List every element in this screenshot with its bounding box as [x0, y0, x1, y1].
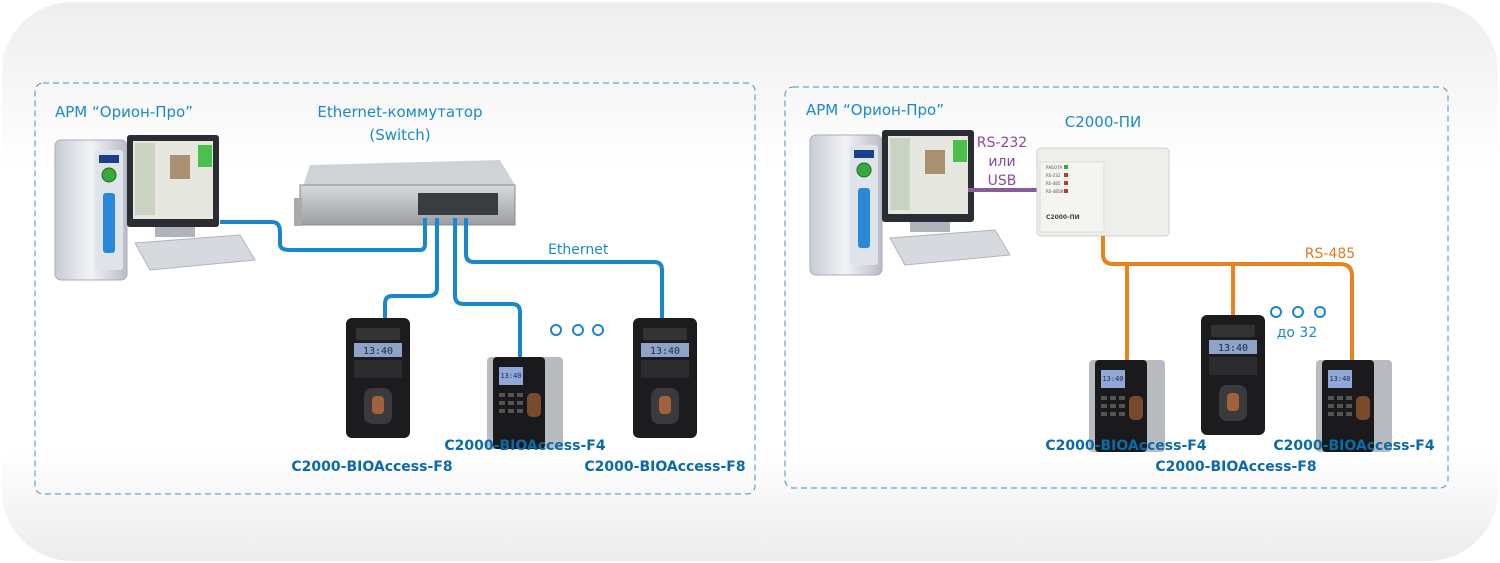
rs485-bus: [1101, 236, 1354, 362]
left-reader-1-f8-icon: [346, 318, 410, 438]
right-scheme-frame: [784, 86, 1449, 489]
ethernet-link-label: Ethernet: [548, 242, 609, 258]
reader-display-time: 13:40: [363, 346, 393, 357]
left-scheme-ethernet: АРМ “Орион-Про” Ethernet-коммутатор (Swi…: [34, 82, 756, 495]
reader-display-time: 13:40: [1218, 343, 1248, 354]
ethernet-switch-icon: [294, 160, 516, 226]
converter-device-text: С2000-ПИ: [1046, 214, 1080, 221]
right-reader-2-label: C2000-BIOAccess-F8: [1155, 459, 1316, 475]
switch-label-line2: (Switch): [369, 126, 430, 144]
pc-link-label-line1: RS-232: [977, 135, 1027, 151]
max-devices-label: до 32: [1277, 325, 1318, 341]
right-scheme-rs485: АРМ “Орион-Про” RS-232 или USB С2000-ПИ …: [784, 86, 1449, 489]
left-reader-2-f4-icon: [487, 357, 563, 449]
left-reader-3-f8-icon: [633, 318, 697, 438]
left-workstation-label: АРМ “Орион-Про”: [55, 103, 193, 121]
led-label: RS-232: [1046, 173, 1061, 178]
right-reader-3-label: C2000-BIOAccess-F4: [1273, 438, 1434, 454]
rs485-bus-label: RS-485: [1305, 246, 1355, 262]
led-label: РАБОТА: [1046, 165, 1062, 170]
reader-display-time: 13:40: [1102, 375, 1123, 383]
reader-display-time: 13:40: [500, 372, 521, 380]
right-reader-1-label: C2000-BIOAccess-F4: [1045, 438, 1206, 454]
converter-label: С2000-ПИ: [1065, 113, 1142, 131]
ethernet-cables: [220, 218, 664, 360]
more-devices-ellipsis-icon: [1270, 306, 1326, 318]
left-reader-3-label: C2000-BIOAccess-F8: [584, 459, 745, 475]
c2000-pi-converter-icon: РАБОТА RS-232 RS-485 RS-485И С2000-ПИ: [1036, 147, 1170, 237]
left-reader-1-label: C2000-BIOAccess-F8: [291, 459, 452, 475]
led-label: RS-485И: [1046, 189, 1063, 194]
pc-link-label-line2: или: [988, 154, 1015, 170]
led-label: RS-485: [1046, 181, 1061, 186]
pc-link-label-line3: USB: [988, 173, 1017, 189]
reader-display-time: 13:40: [650, 346, 680, 357]
reader-display-time: 13:40: [1329, 375, 1350, 383]
more-devices-ellipsis-icon: [550, 324, 604, 336]
left-scheme-frame: [34, 82, 756, 495]
right-workstation-label: АРМ “Орион-Про”: [806, 101, 944, 119]
switch-label-line1: Ethernet-коммутатор: [317, 103, 482, 121]
left-reader-2-label: C2000-BIOAccess-F4: [444, 438, 605, 454]
right-reader-2-f8-icon: [1201, 315, 1265, 435]
